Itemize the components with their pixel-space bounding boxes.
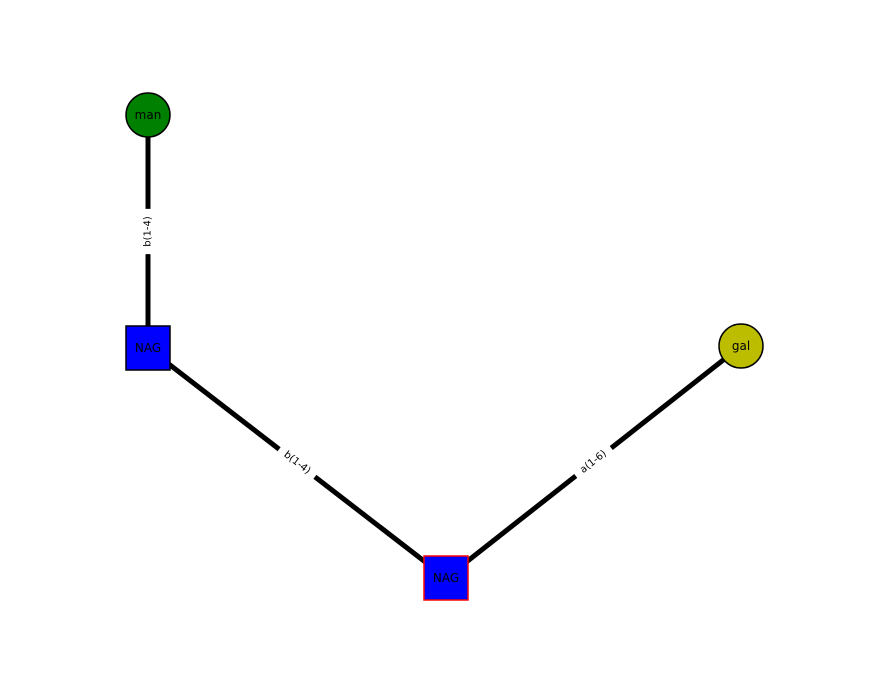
edge-label-bbox bbox=[139, 208, 157, 255]
edge-label: b(1-4) bbox=[143, 216, 154, 247]
edge-label-bbox bbox=[572, 442, 615, 482]
node-label-man: man bbox=[135, 108, 162, 122]
node-gal bbox=[718, 323, 764, 369]
edge-label-group-man-nag1: b(1-4) bbox=[139, 208, 157, 255]
edge-label-bbox bbox=[275, 444, 319, 482]
node-label-nag2: NAG bbox=[433, 571, 459, 585]
node-man bbox=[125, 92, 171, 138]
edge-label-group-nag1-nag2: b(1-4) bbox=[275, 444, 319, 482]
node-nag2 bbox=[423, 555, 469, 601]
node-label-nag1: NAG bbox=[135, 341, 161, 355]
node-label-gal: gal bbox=[732, 339, 750, 353]
node-nag1 bbox=[125, 325, 171, 371]
edge-label-group-nag2-gal: a(1-6) bbox=[572, 442, 615, 482]
